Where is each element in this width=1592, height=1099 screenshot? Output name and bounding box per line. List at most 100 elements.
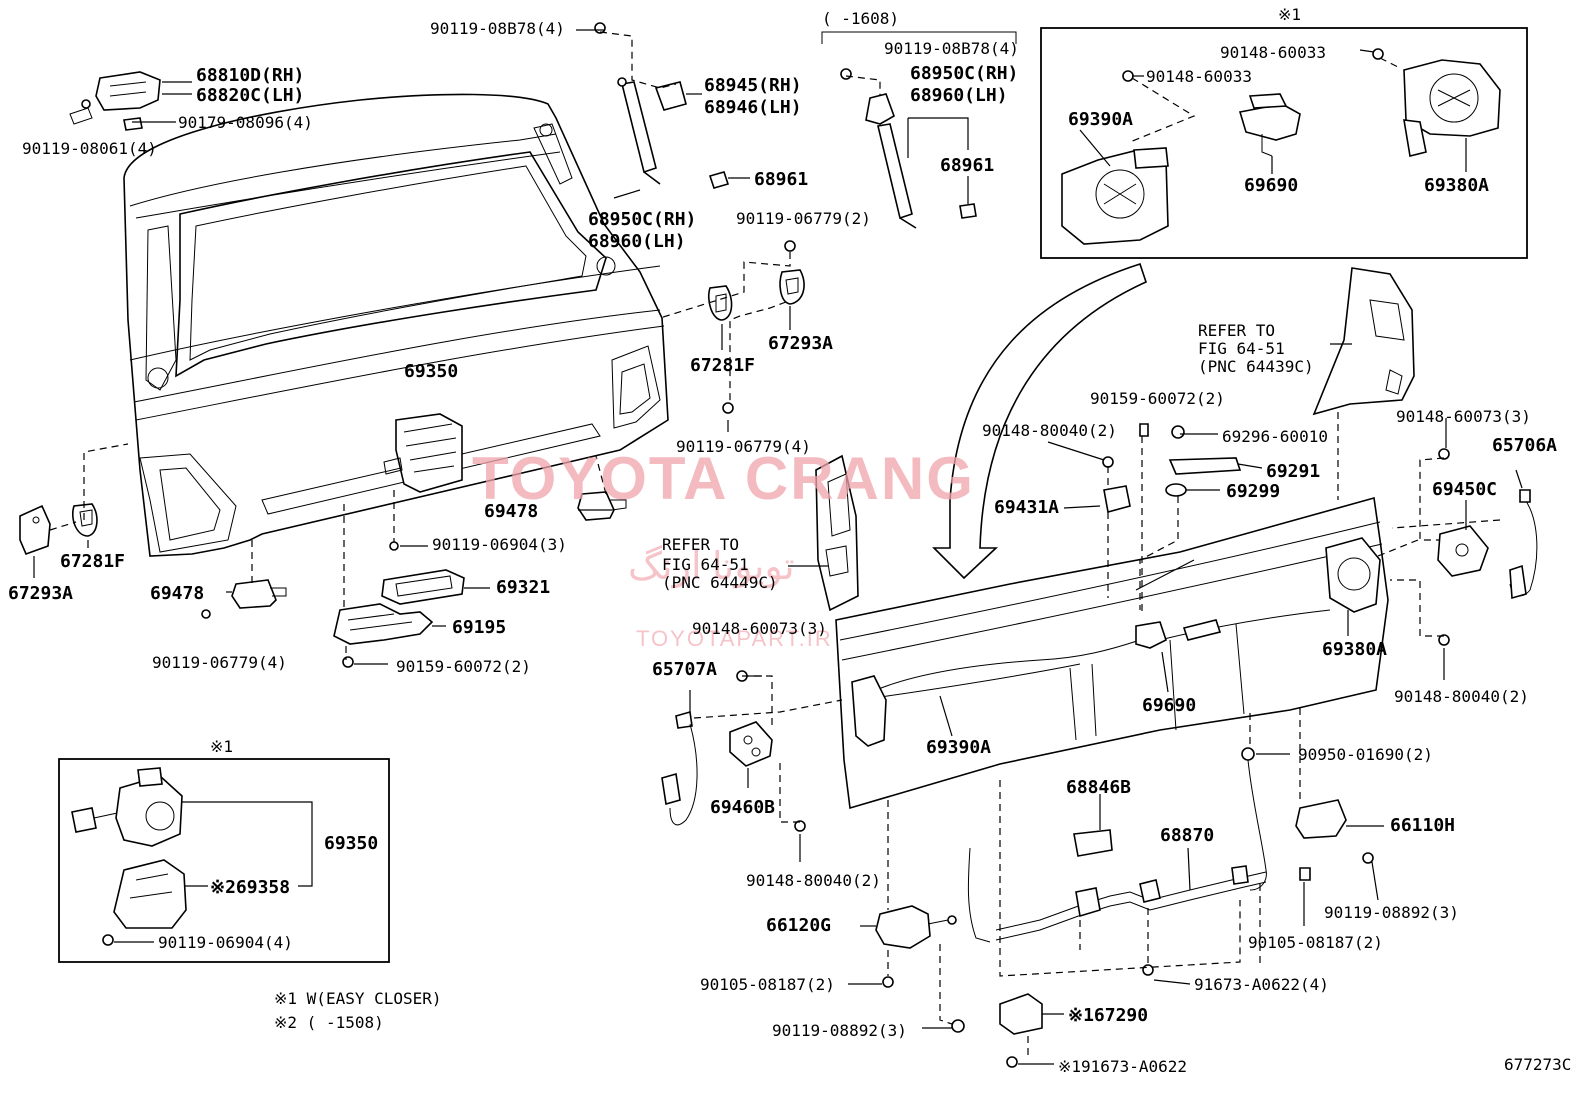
gas-spring-1608 [821, 31, 1017, 229]
label-69460B: 69460B [710, 797, 776, 818]
back-door-panel [123, 93, 669, 557]
label-90119-06904-b: 90119-06904(4) [158, 933, 293, 952]
label-90119-08892-b: 90119-08892(3) [772, 1021, 907, 1040]
label-67290: ※167290 [1068, 1005, 1149, 1026]
watermark-persian: تویوتا ارنگ [628, 546, 795, 588]
label-69380A-b: 69380A [1322, 639, 1388, 660]
label-65706A: 65706A [1492, 435, 1558, 456]
label-90119-06904-a: 90119-06904(3) [432, 535, 567, 554]
label-67281F-b: 67281F [60, 551, 126, 572]
label-inset-top-right: ※1 [1278, 5, 1302, 24]
refer-panel-64439c [1312, 267, 1415, 416]
label-90148-60033-b: 90148-60033 [1146, 67, 1252, 86]
diagram-id: 677273C [1504, 1055, 1572, 1074]
label-90105-08187-a: 90105-08187(2) [1248, 933, 1383, 952]
label-68960-a: 68960(LH) [588, 231, 686, 252]
handle-69321 [381, 569, 465, 605]
leader-lines-right [689, 343, 1523, 1065]
label-69690-a: 69690 [1244, 175, 1299, 196]
label-68950C-b: 68950C(RH) [910, 63, 1019, 84]
inset-bottom-left-parts [71, 767, 313, 946]
inset-box-bottom-left [58, 758, 390, 963]
stopper-67293a [722, 240, 805, 414]
label-range-top: ( -1608) [822, 9, 900, 28]
inset-box-top-right [1040, 27, 1528, 259]
refer-b-line3: (PNC 64449C) [662, 573, 778, 592]
stopper-67281f [707, 285, 733, 321]
label-90148-80040-c: 90148-80040(2) [746, 871, 881, 890]
label-91673-A0622-a: 91673-A0622(4) [1194, 975, 1329, 994]
lock-assembly-69350 [383, 413, 463, 493]
label-90148-60033-a: 90148-60033 [1220, 43, 1326, 62]
label-68946: 68946(LH) [704, 97, 802, 118]
label-90105-08187-b: 90105-08187(2) [700, 975, 835, 994]
label-69350-a: 69350 [404, 361, 459, 382]
label-69450C: 69450C [1432, 479, 1498, 500]
refer-a-line3: (PNC 64439C) [1198, 357, 1314, 376]
label-68846B: 68846B [1066, 777, 1132, 798]
note-1508: ※2 ( -1508) [274, 1013, 384, 1032]
label-69358: ※269358 [210, 877, 291, 898]
back-door-inner-panel [835, 496, 1389, 810]
watermark-url: TOYOTAPART.IR [636, 626, 833, 651]
refer-a-line1: REFER TO [1198, 321, 1276, 340]
label-69195: 69195 [452, 617, 507, 638]
label-inset-left: ※1 [210, 737, 234, 756]
label-69390A-b: 69390A [926, 737, 992, 758]
label-69478-a: 69478 [484, 501, 539, 522]
label-90159-60072-a: 90159-60072(2) [396, 657, 531, 676]
label-69478-b: 69478 [150, 583, 205, 604]
refer-a-line2: FIG 64-51 [1198, 339, 1285, 358]
label-67281F-a: 67281F [690, 355, 756, 376]
label-65707A: 65707A [652, 659, 718, 680]
label-90119-06779-a: 90119-06779(2) [736, 209, 871, 228]
label-69690-b: 69690 [1142, 695, 1197, 716]
label-90159-60072-b: 90159-60072(2) [1090, 389, 1225, 408]
label-67293A-b: 67293A [8, 583, 74, 604]
label-69380A-a: 69380A [1424, 175, 1490, 196]
refer-b-line2: FIG 64-51 [662, 555, 749, 574]
dashed-lines-left [49, 31, 791, 660]
label-90119-08061: 90119-08061(4) [22, 139, 157, 158]
label-90119-08B78-a: 90119-08B78(4) [430, 19, 565, 38]
curved-arrow [932, 262, 1147, 580]
label-68810D: 68810D(RH) [196, 65, 305, 86]
label-90179-08096: 90179-08096(4) [178, 113, 313, 132]
label-90148-60073-a: 90148-60073(3) [1396, 407, 1531, 426]
label-90119-06779-b: 90119-06779(4) [676, 437, 811, 456]
label-69299: 69299 [1226, 481, 1281, 502]
stopper-67281f-b [72, 503, 98, 537]
label-90119-08B78-b: 90119-08B78(4) [884, 39, 1019, 58]
handle-69195 [333, 541, 434, 668]
label-68961-a: 68961 [754, 169, 809, 190]
switch-69478-b [201, 579, 287, 619]
label-69296-60010: 69296-60010 [1222, 427, 1328, 446]
label-69390A-a: 69390A [1068, 109, 1134, 130]
sensor-68810d [69, 71, 161, 131]
label-69431A: 69431A [994, 497, 1060, 518]
inset-top-right-parts [1061, 48, 1501, 245]
label-66110H: 66110H [1390, 815, 1456, 836]
note-easy-closer: ※1 W(EASY CLOSER) [274, 989, 442, 1008]
label-90148-80040-a: 90148-80040(2) [982, 421, 1117, 440]
dashed-lines-right [693, 412, 1501, 1056]
label-91673-A0622-b: ※191673-A0622 [1058, 1057, 1187, 1076]
label-68820C: 68820C(LH) [196, 85, 305, 106]
label-69321: 69321 [496, 577, 551, 598]
stopper-67293a-b [19, 504, 51, 556]
label-69291: 69291 [1266, 461, 1321, 482]
refer-panel-64449c [815, 454, 859, 612]
label-68870: 68870 [1160, 825, 1215, 846]
label-90950-01690: 90950-01690(2) [1298, 745, 1433, 764]
label-90119-06779-c: 90119-06779(4) [152, 653, 287, 672]
refer-b-line1: REFER TO [662, 535, 740, 554]
lower-right-parts [875, 747, 1374, 1068]
label-90119-08892-a: 90119-08892(3) [1324, 903, 1459, 922]
leader-lines-left [33, 29, 791, 665]
label-69350-b: 69350 [324, 833, 379, 854]
watermark-brand: TOYOTA CRANG [472, 445, 975, 512]
label-66120G: 66120G [766, 915, 832, 936]
label-68961-b: 68961 [940, 155, 995, 176]
